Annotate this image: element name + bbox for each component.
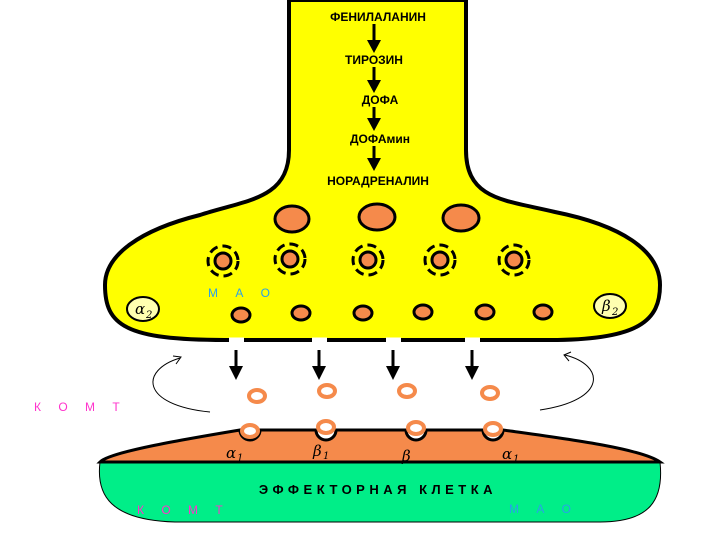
reuptake-arrow-right-icon bbox=[539, 351, 594, 411]
transmitter-molecule bbox=[480, 385, 500, 401]
effector-cell-body bbox=[98, 461, 662, 523]
pathway-arrow-down-icon bbox=[367, 107, 381, 131]
storage-vesicle bbox=[273, 204, 311, 234]
svg-text:β: β bbox=[401, 447, 411, 465]
pathway-step-noradrenaline: НОРАДРЕНАЛИН bbox=[327, 174, 429, 188]
postsynaptic-receptor: α 1 bbox=[502, 445, 519, 465]
svg-text:β: β bbox=[601, 297, 611, 315]
release-vesicle bbox=[412, 303, 434, 321]
granules bbox=[206, 242, 531, 278]
komt-effector-label: К О М Т bbox=[137, 503, 230, 517]
dashed-granule bbox=[273, 242, 307, 276]
svg-text:α: α bbox=[226, 444, 236, 462]
postsynaptic-receptors: α 1 β 1 β α 1 bbox=[226, 442, 519, 465]
presynaptic-receptor-left: α 2 bbox=[126, 296, 160, 322]
svg-text:1: 1 bbox=[237, 453, 243, 464]
presynaptic-receptor-right: β 2 bbox=[593, 293, 627, 319]
dashed-granule bbox=[351, 243, 385, 277]
transmitter-molecule bbox=[397, 383, 417, 399]
presynaptic-terminal bbox=[102, 0, 663, 342]
dashed-granule bbox=[206, 244, 240, 278]
biosynthesis-chain: ФЕНИЛАЛАНИН ТИРОЗИН ДОФА ДОФАмин НОРАДРЕ… bbox=[327, 10, 429, 188]
svg-text:2: 2 bbox=[611, 307, 618, 318]
effector-cell-membrane bbox=[96, 428, 665, 464]
dashed-granule bbox=[423, 243, 457, 277]
release-arrow-down-icon bbox=[386, 350, 400, 380]
svg-text:1: 1 bbox=[323, 451, 329, 462]
pathway-arrow-down-icon bbox=[367, 146, 381, 171]
released-transmitter bbox=[247, 383, 500, 404]
release-vesicle bbox=[474, 303, 496, 321]
release-arrow-down-icon bbox=[229, 350, 243, 380]
bound-transmitter bbox=[240, 419, 503, 439]
release-vesicle bbox=[290, 304, 312, 322]
postsynaptic-receptor: α 1 bbox=[226, 444, 243, 464]
pathway-arrow-down-icon bbox=[367, 67, 381, 93]
storage-vesicle bbox=[357, 202, 397, 232]
postsynaptic-receptor: β 1 bbox=[312, 442, 329, 462]
reuptake-arrow-left-icon bbox=[152, 355, 211, 413]
pathway-arrows bbox=[367, 24, 381, 171]
pathway-step-phenylalanine: ФЕНИЛАЛАНИН bbox=[330, 10, 426, 24]
postsynaptic-receptor: β bbox=[401, 447, 411, 465]
release-arrow-down-icon bbox=[465, 350, 479, 380]
dashed-granule bbox=[497, 243, 531, 277]
release-vesicles bbox=[230, 303, 554, 324]
release-vesicle bbox=[532, 303, 554, 321]
mao-terminal-label: М А О bbox=[208, 286, 277, 300]
svg-text:α: α bbox=[502, 445, 512, 463]
mao-effector-label: М А О bbox=[509, 502, 578, 516]
storage-vesicles bbox=[273, 202, 481, 234]
svg-text:α: α bbox=[135, 300, 145, 318]
release-vesicle bbox=[230, 306, 252, 324]
effector-cell-label: ЭФФЕКТОРНАЯ КЛЕТКА bbox=[259, 482, 497, 497]
svg-text:2: 2 bbox=[145, 310, 152, 321]
release-arrow-down-icon bbox=[312, 350, 326, 380]
svg-text:1: 1 bbox=[513, 454, 519, 465]
transmitter-molecule bbox=[247, 388, 267, 404]
komt-cleft-label: К О М Т bbox=[34, 400, 127, 414]
pathway-step-dopa: ДОФА bbox=[362, 93, 399, 107]
pathway-step-tyrosine: ТИРОЗИН bbox=[345, 53, 403, 67]
transmitter-molecule bbox=[317, 383, 337, 399]
pathway-step-dopamine: ДОФАмин bbox=[350, 132, 410, 146]
svg-text:β: β bbox=[312, 442, 322, 460]
storage-vesicle bbox=[441, 203, 481, 233]
pathway-arrow-down-icon bbox=[367, 24, 381, 53]
release-arrows bbox=[229, 350, 479, 380]
release-vesicle bbox=[352, 304, 374, 322]
